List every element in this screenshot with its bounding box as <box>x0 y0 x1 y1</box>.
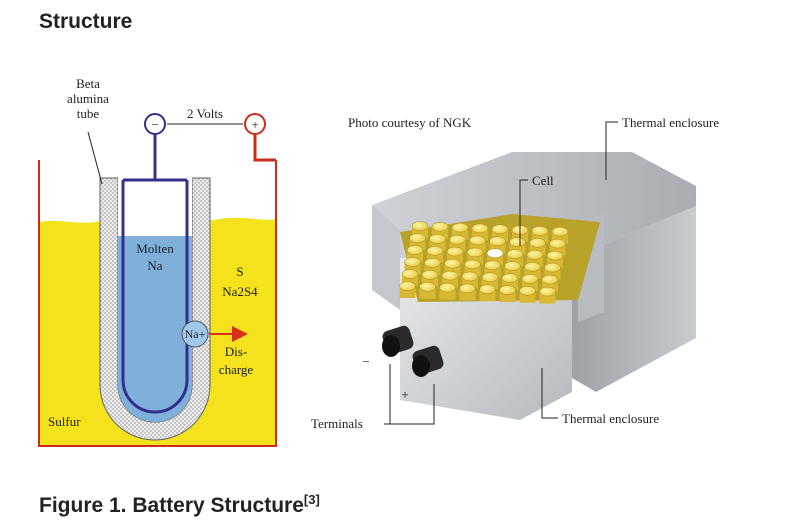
battery-cell-top <box>406 245 424 255</box>
enclosure-left-wall <box>372 205 400 310</box>
battery-cell-top <box>401 269 419 279</box>
cathode-wire <box>253 134 276 162</box>
module-terminal-positive <box>412 345 444 377</box>
cell-diagram: − + 2 Volts Beta alumina tube Molten Na … <box>38 76 277 447</box>
thermal-top-leader <box>605 121 618 180</box>
battery-cell-top <box>421 270 439 280</box>
battery-cell-body <box>527 254 543 267</box>
battery-cell-top <box>451 222 469 233</box>
battery-cell-top <box>424 258 441 268</box>
molten-sodium <box>118 236 192 422</box>
battery-cell-top <box>546 250 564 261</box>
battery-cell-top <box>531 226 549 236</box>
battery-cell-top <box>419 282 436 292</box>
battery-cell-top <box>464 259 481 270</box>
beta-label-line3: tube <box>77 106 100 121</box>
discharge-label-line2: charge <box>219 362 254 377</box>
battery-cell-top <box>479 284 496 294</box>
terminals-leader <box>384 364 435 425</box>
caption-reference: [3] <box>303 492 320 507</box>
battery-cell-top <box>506 249 524 259</box>
sulfur-symbol: S <box>236 264 243 279</box>
negative-sign: − <box>151 117 158 132</box>
battery-cell-top <box>524 262 541 272</box>
molten-label-line1: Molten <box>136 241 174 256</box>
battery-cell-top <box>469 235 486 246</box>
caption-text: Figure 1. Battery Structure <box>39 494 304 517</box>
battery-cell-top <box>526 250 544 260</box>
battery-cell-top <box>439 282 456 293</box>
polysulfide-label: Na2S4 <box>222 284 258 299</box>
voltage-label: 2 Volts <box>187 106 223 121</box>
section-heading: Structure <box>39 10 133 33</box>
battery-cell-top <box>519 286 536 296</box>
battery-cell-top <box>409 233 426 243</box>
terminal-plus-sign: + <box>401 387 408 402</box>
battery-cell-top <box>541 274 559 285</box>
battery-cell-top <box>441 270 459 281</box>
anode-wire <box>123 134 187 182</box>
cell-label: Cell <box>532 173 554 188</box>
discharge-label-line1: Dis- <box>225 344 247 359</box>
battery-cell-top <box>501 273 519 283</box>
beta-label-line2: alumina <box>67 91 109 106</box>
battery-cell-top <box>504 261 521 271</box>
module-photo: Photo courtesy of NGK Thermal enclosure … <box>311 98 719 444</box>
molten-label-line2: Na <box>147 258 162 273</box>
battery-cell-top <box>399 281 416 291</box>
thermal-enclosure-top-label: Thermal enclosure <box>622 115 719 130</box>
battery-cell-top <box>471 223 489 234</box>
battery-cell-top <box>431 222 449 232</box>
battery-cell-top <box>404 257 421 267</box>
battery-cell-top <box>539 286 556 297</box>
ion-label: Na+ <box>185 327 206 341</box>
terminals-label: Terminals <box>311 416 363 431</box>
highlighted-cell <box>486 248 504 258</box>
photo-courtesy: Photo courtesy of NGK <box>348 115 472 130</box>
module-terminal-negative <box>382 325 414 357</box>
negative-terminal <box>144 113 166 135</box>
battery-cell-body <box>427 250 443 263</box>
terminal-minus-sign: − <box>362 354 369 369</box>
cell-housing <box>38 160 277 447</box>
battery-cell-top <box>549 238 566 249</box>
positive-sign: + <box>251 117 258 132</box>
figure-caption: Figure 1. Battery Structure[3] <box>39 492 320 518</box>
battery-cell-top <box>521 274 539 284</box>
battery-cell-top <box>426 246 444 256</box>
battery-cell-top <box>484 260 501 270</box>
sodium-ion <box>181 320 209 348</box>
anode-conductor <box>121 180 189 414</box>
battery-cell-top <box>449 234 466 245</box>
thermal-bottom-leader <box>541 368 558 419</box>
positive-terminal <box>244 113 266 135</box>
battery-cell-top <box>499 285 516 295</box>
battery-cell-top <box>466 247 484 258</box>
battery-cell-top <box>551 226 569 237</box>
battery-cell-top <box>429 234 446 244</box>
beta-label-line1: Beta <box>76 76 100 91</box>
battery-cell-top <box>481 272 499 282</box>
battery-cell-top <box>459 283 476 294</box>
beta-leader <box>87 131 103 185</box>
sulfur-label: Sulfur <box>48 414 81 429</box>
battery-cell-top <box>491 224 509 234</box>
battery-cell-top <box>529 238 546 248</box>
cell-leader <box>519 179 528 246</box>
thermal-enclosure-bottom-label: Thermal enclosure <box>562 411 659 426</box>
battery-cell-top <box>544 262 561 273</box>
battery-cell-top <box>461 271 479 282</box>
battery-cell-top <box>411 221 429 231</box>
battery-cell-top <box>489 236 506 246</box>
battery-cell-top <box>444 258 461 269</box>
battery-cell-top <box>446 246 464 257</box>
battery-cell-top <box>509 237 526 247</box>
